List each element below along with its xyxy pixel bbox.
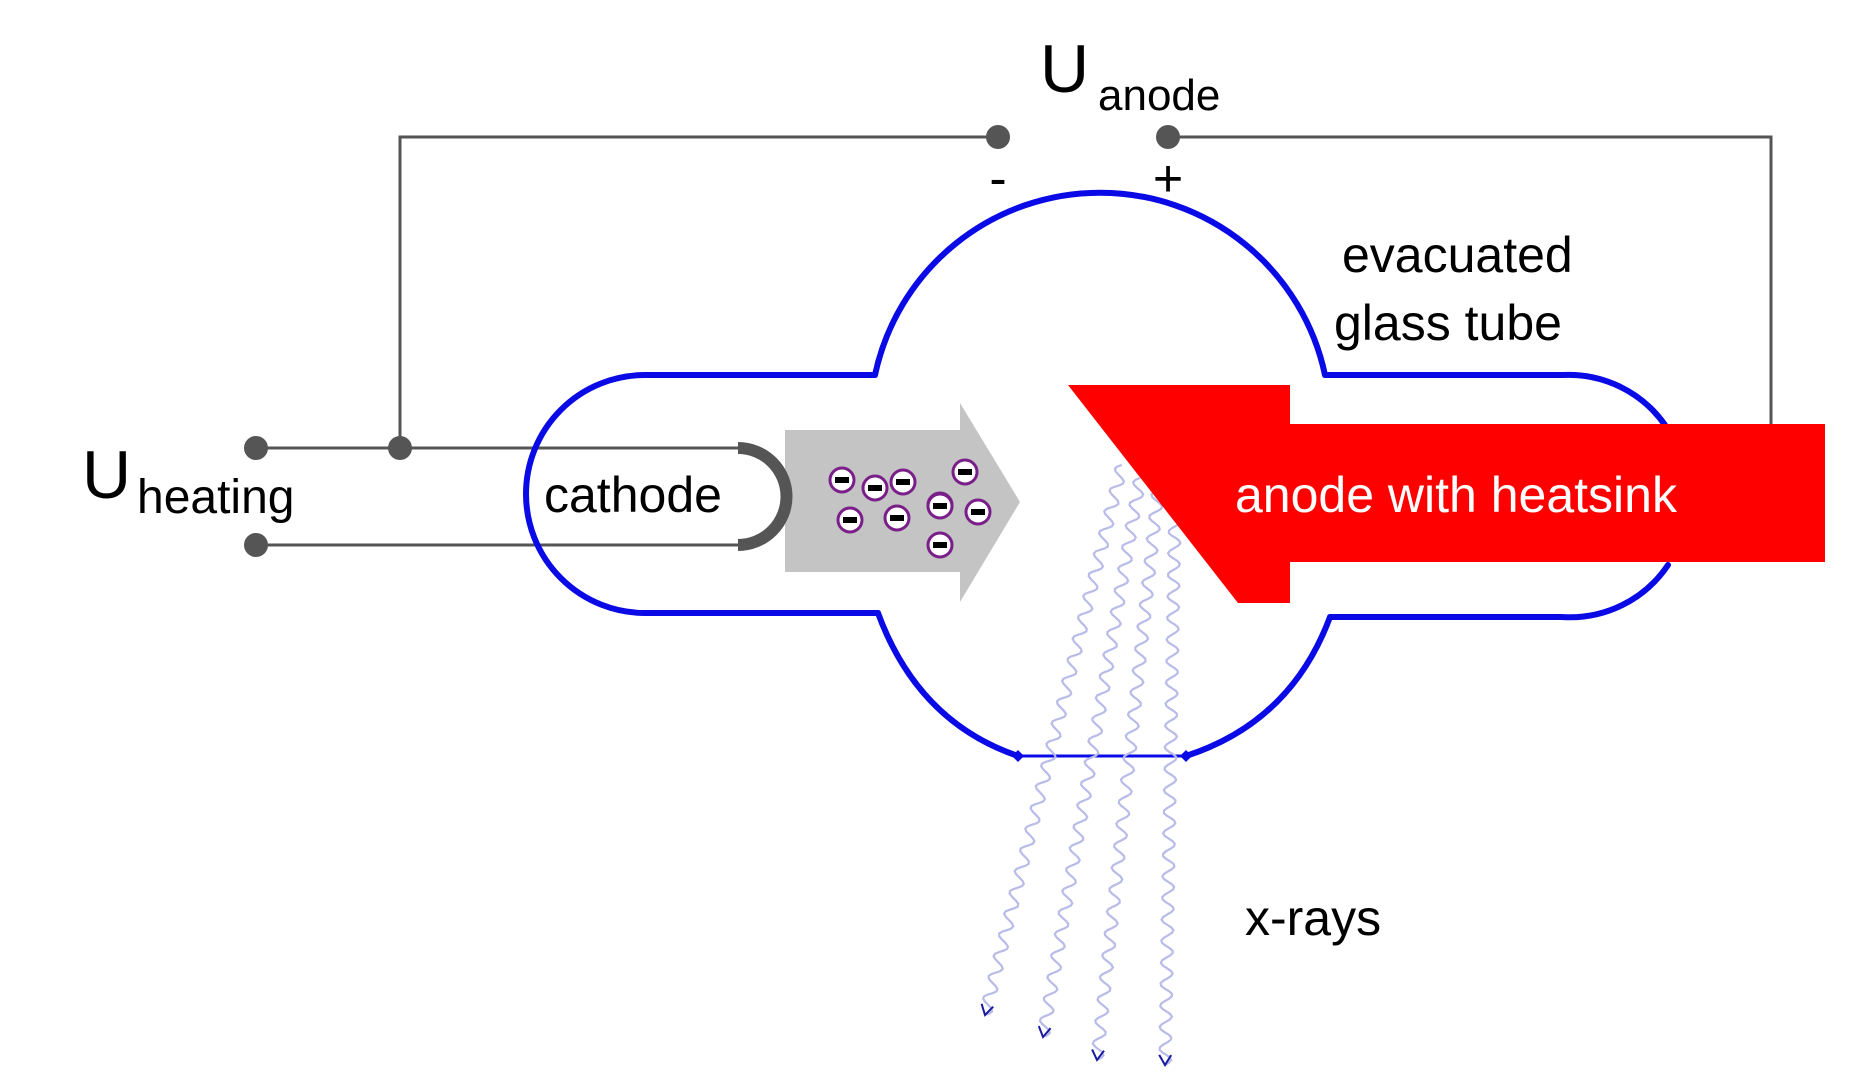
glass-tube bbox=[523, 189, 1671, 762]
cathode-cup bbox=[737, 442, 793, 551]
electron-beam-arrow bbox=[785, 403, 1020, 602]
terminal-anode-plus bbox=[1156, 125, 1180, 149]
electron bbox=[964, 498, 992, 526]
tube-bottom-left bbox=[875, 610, 1021, 759]
window-clip-left bbox=[1012, 750, 1024, 762]
tube-label-line2: glass tube bbox=[1334, 295, 1562, 351]
terminals bbox=[244, 125, 1180, 557]
electron bbox=[926, 492, 954, 520]
cathode-label: cathode bbox=[544, 467, 722, 523]
electron bbox=[836, 506, 864, 534]
electron-minus bbox=[933, 503, 947, 509]
tube-bottom-right bbox=[1183, 614, 1333, 759]
minus-sign: - bbox=[989, 150, 1006, 208]
tube-right-top bbox=[1322, 371, 1668, 428]
terminal-anode-minus bbox=[986, 125, 1010, 149]
electron-minus bbox=[896, 479, 910, 485]
electron bbox=[861, 474, 889, 502]
electron bbox=[828, 466, 856, 494]
electron-minus bbox=[958, 469, 972, 475]
xrays-label: x-rays bbox=[1245, 890, 1381, 946]
electron-minus bbox=[868, 485, 882, 491]
tube-top-bulb bbox=[872, 189, 1328, 378]
anode-heatsink bbox=[1068, 385, 1825, 603]
u-anode-subscript: anode bbox=[1098, 71, 1220, 120]
electron bbox=[951, 458, 979, 486]
wire-anode-plus-to-heatsink bbox=[1168, 135, 1773, 424]
xray-arrowhead bbox=[1037, 1025, 1052, 1039]
xray-wave bbox=[1038, 476, 1145, 1039]
tube-label-line1: evacuated bbox=[1342, 227, 1573, 283]
tube-left-lobe bbox=[523, 372, 881, 616]
electron-minus bbox=[843, 517, 857, 523]
wire-heating-to-cathode-minus bbox=[398, 135, 998, 448]
electron-minus bbox=[835, 477, 849, 483]
window-clip-right bbox=[1180, 750, 1192, 762]
plus-sign: + bbox=[1153, 150, 1183, 208]
terminal-heating-bottom bbox=[244, 533, 268, 557]
u-anode-symbol: U bbox=[1040, 31, 1089, 107]
junction-node bbox=[388, 436, 412, 460]
xray-arrowhead bbox=[1091, 1048, 1105, 1062]
xray-wave bbox=[981, 463, 1126, 1017]
tube-right-bottom bbox=[1327, 562, 1671, 621]
xray-wave bbox=[1091, 489, 1164, 1061]
electron-minus bbox=[933, 542, 947, 548]
electron-minus bbox=[971, 509, 985, 515]
u-heating-symbol: U bbox=[82, 437, 131, 513]
electron bbox=[889, 468, 917, 496]
xray-arrowhead bbox=[980, 1003, 994, 1017]
terminal-heating-top bbox=[244, 436, 268, 460]
circuit-wires bbox=[256, 135, 1773, 547]
xray-wave bbox=[1158, 504, 1182, 1066]
u-heating-subscript: heating bbox=[137, 471, 294, 524]
xray-arrowhead bbox=[1158, 1054, 1173, 1067]
anode-label: anode with heatsink bbox=[1235, 467, 1678, 523]
electrons bbox=[828, 458, 992, 559]
electron bbox=[883, 504, 911, 532]
electron bbox=[926, 531, 954, 559]
electron-minus bbox=[890, 515, 904, 521]
xray-waves bbox=[980, 463, 1182, 1067]
